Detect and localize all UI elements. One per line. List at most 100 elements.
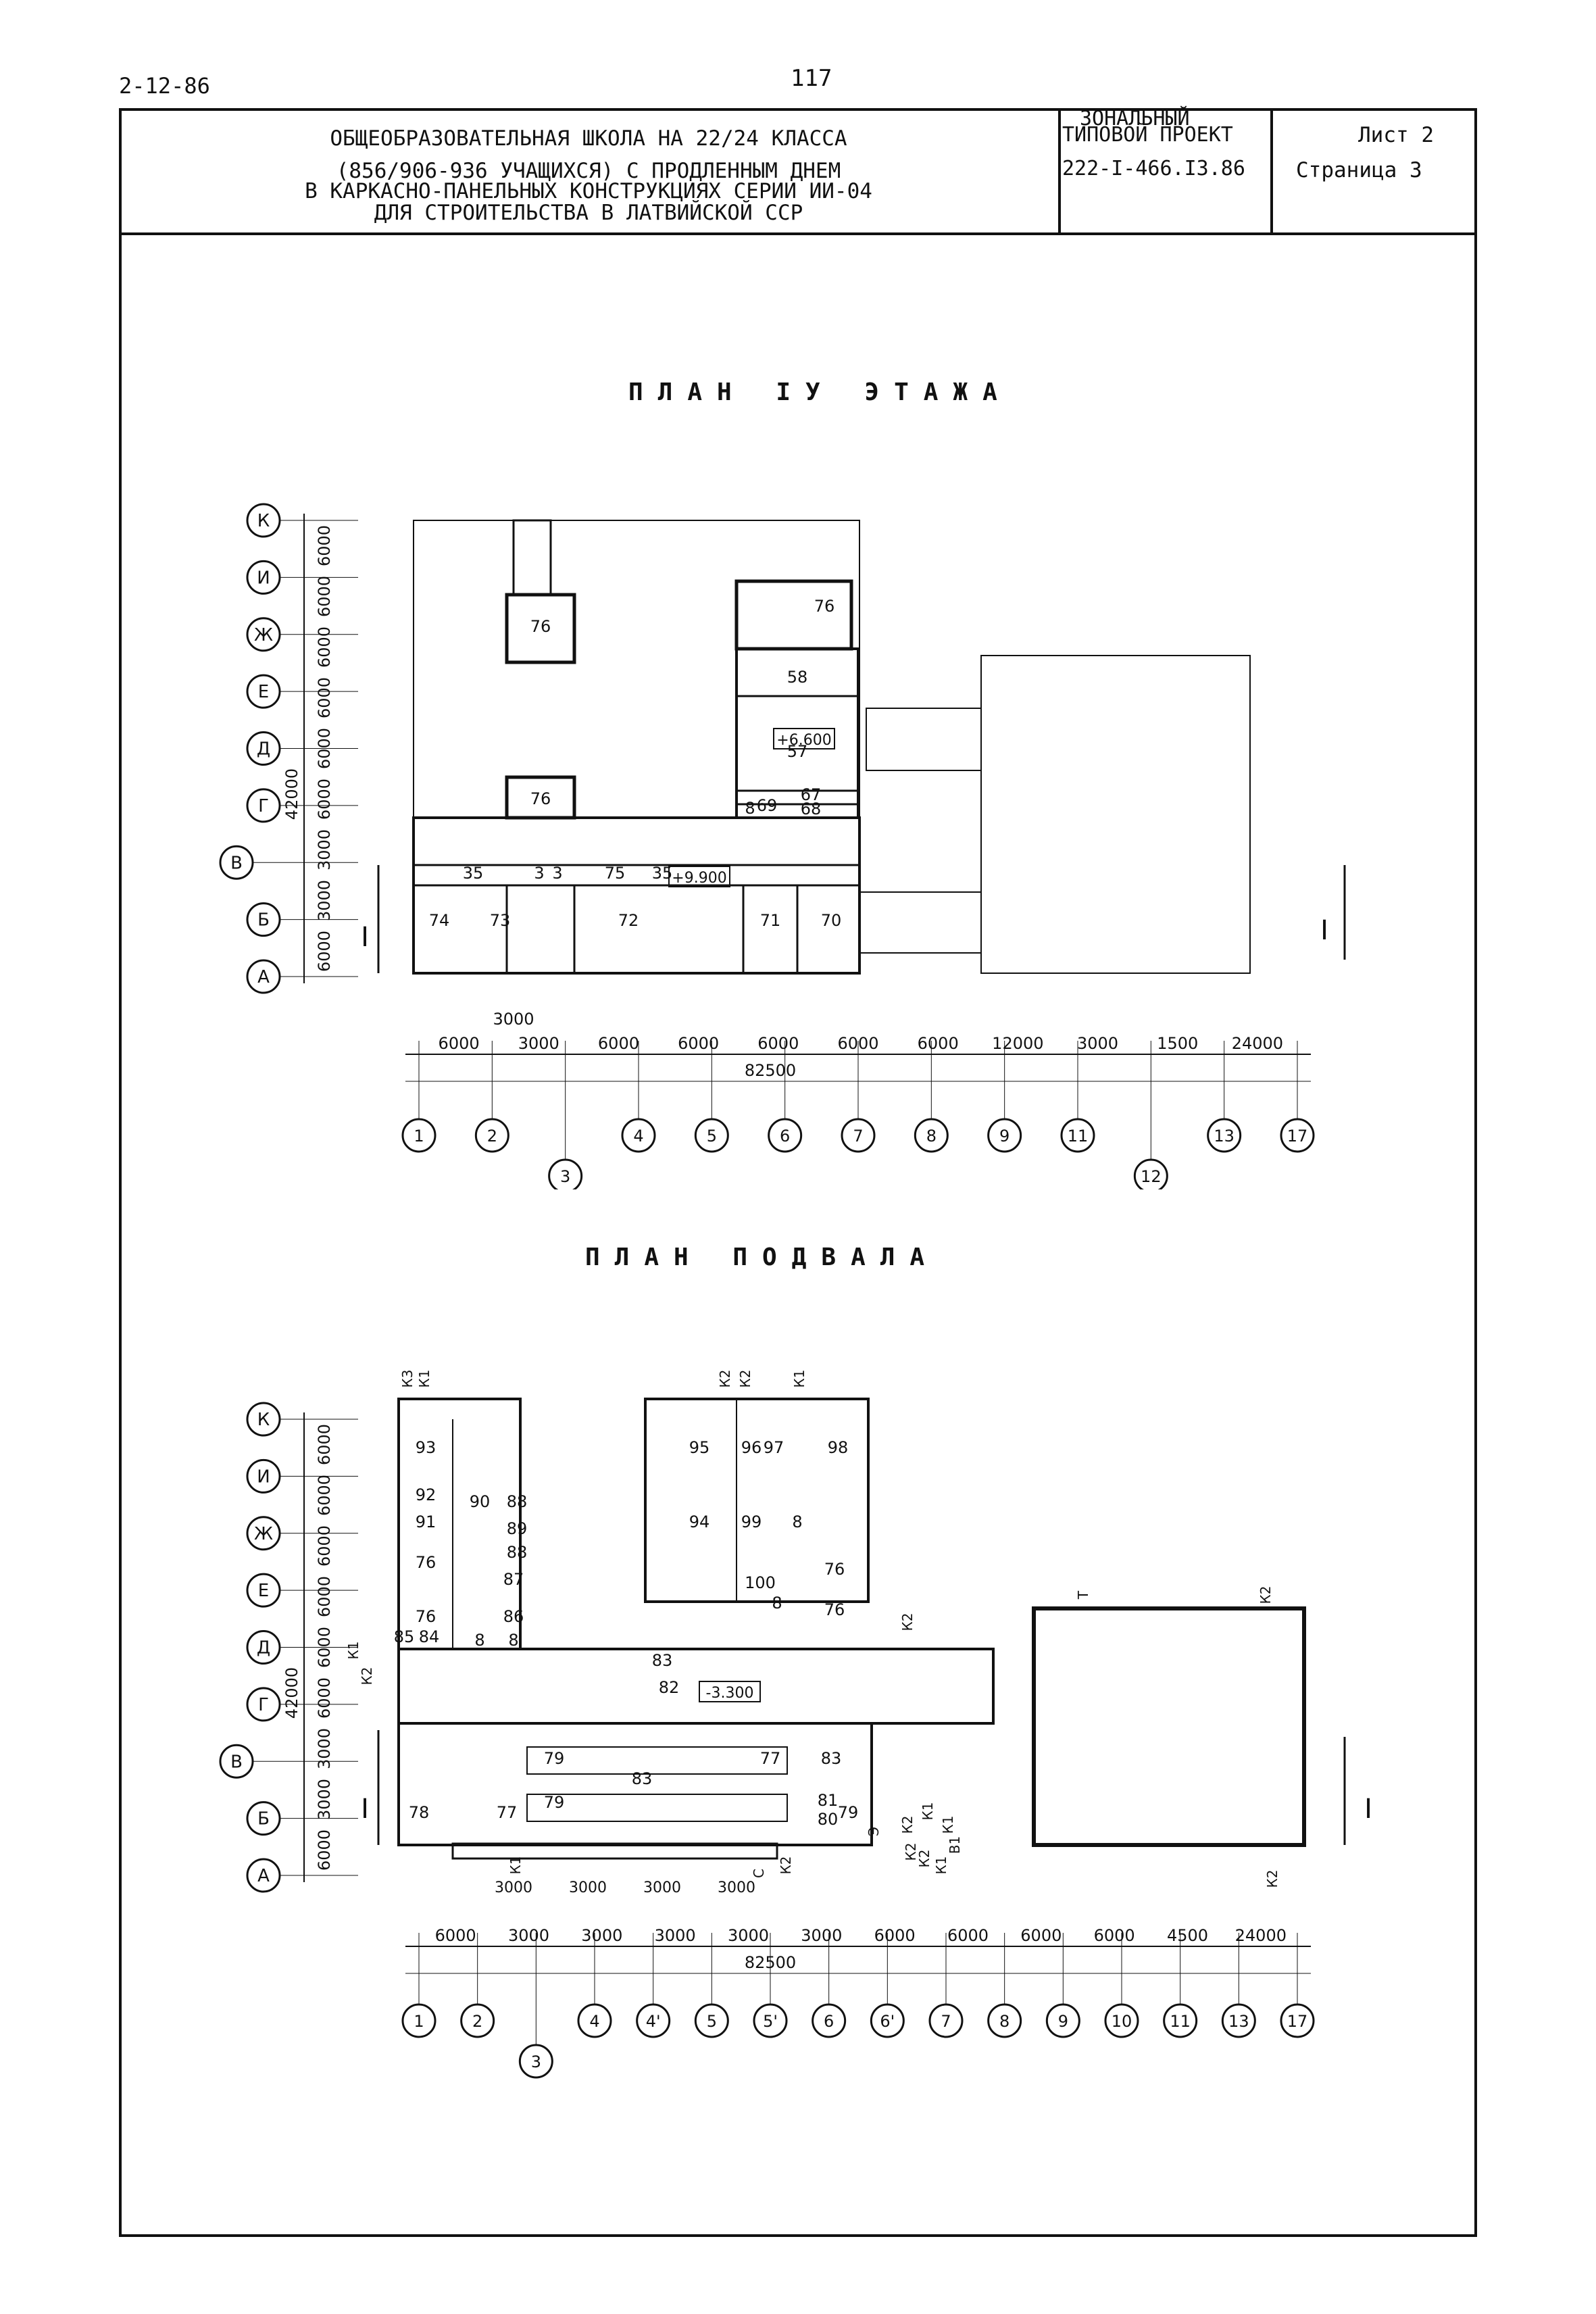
room-number: 8 [508,1631,518,1650]
axis-letter: К [257,1410,270,1430]
horizontal-dimension: 6000 [598,1034,639,1053]
room-number: 77 [760,1749,781,1768]
horizontal-dimension: 12000 [992,1034,1043,1053]
room-number: 88 [507,1543,528,1562]
horizontal-dimension: 3000 [508,1926,549,1945]
room-number: 79 [838,1803,859,1822]
axis-number: 7 [853,1127,863,1146]
axis-letter: В [230,853,243,873]
pipe-label: К2 [737,1370,753,1388]
room-number: 8 [792,1512,802,1531]
section-mark: I [361,922,369,953]
level-mark: +9.900 [672,870,726,887]
room-number: 3 [552,864,562,883]
room-number: 73 [490,911,511,930]
horizontal-dimension: 6000 [435,1926,476,1945]
vertical-dimension: 6000 [315,1475,334,1516]
title-block-divider [1270,108,1273,235]
axis-letter: Д [257,1638,270,1658]
room-number: 58 [787,668,808,687]
room-number: 78 [409,1803,430,1822]
room-number: 76 [824,1600,845,1619]
total-horizontal-dimension: 82500 [745,1953,796,1972]
top-dimension: 3000 [643,1879,681,1896]
vertical-dimension: 6000 [315,1525,334,1567]
horizontal-dimension: 24000 [1235,1926,1287,1945]
vertical-dimension: 6000 [315,779,334,820]
room-number: 80 [818,1810,839,1829]
vertical-dimension: 6000 [315,1627,334,1668]
level-mark: +6.600 [776,732,831,749]
room-number: 71 [760,911,781,930]
dimension-chain: 3000 [493,1010,534,1029]
room-number: 95 [689,1438,710,1457]
corridor [397,1648,995,1725]
room-block [505,775,576,820]
horizontal-dimension: 1500 [1157,1034,1198,1053]
level-box [699,1681,761,1702]
letter-axes: КИЖЕДГВБА6000600060006000600060003000300… [219,1402,358,1893]
room-number: 92 [416,1485,437,1504]
axis-number: 4 [633,1127,643,1146]
axis-letter: А [257,1866,270,1886]
axis-letter: Е [258,682,269,702]
pipe-label: К1 [940,1816,956,1834]
vertical-dimension: 3000 [315,829,334,870]
room-number: 94 [689,1512,710,1531]
vertical-dimension: 6000 [315,677,334,718]
project-type-line: ЗОНАЛЬНЫЙ [1080,107,1190,130]
gym-basement [1032,1606,1306,1847]
axis-letter: А [257,967,270,987]
horizontal-dimension: 6000 [1094,1926,1135,1945]
axis-number: 17 [1287,1127,1308,1146]
room-number: 85 [394,1627,415,1646]
room-number: 68 [801,799,822,818]
pipe-label: К2 [359,1667,375,1685]
axis-number: 9 [1058,2012,1068,2031]
floor-4-plan: КИЖЕДГВБА6000600060006000600060003000300… [219,503,1346,1189]
vertical-dimension: 6000 [315,576,334,617]
axis-number: 8 [926,1127,937,1146]
room-number: 89 [507,1519,528,1538]
room-number: 82 [659,1678,680,1697]
horizontal-dimension: 3000 [728,1926,769,1945]
locker-row [526,1746,788,1775]
axis-letter: Д [257,739,270,760]
gym-block [980,655,1251,974]
pipe-label: К2 [899,1613,916,1631]
pipe-label: К2 [778,1856,794,1875]
horizontal-dimension: 6000 [874,1926,916,1945]
title-line-1: ОБЩЕОБРАЗОВАТЕЛЬНАЯ ШКОЛА НА 22/24 КЛАСС… [330,126,847,151]
horizontal-dimension: 6000 [918,1034,959,1053]
axis-number: 3 [560,1167,570,1186]
title-block: ОБЩЕОБРАЗОВАТЕЛЬНАЯ ШКОЛА НА 22/24 КЛАСС… [119,108,1477,235]
room-number: 76 [814,597,835,616]
room-number: 69 [757,796,778,815]
room-number: 57 [787,742,808,761]
pipe-label: К1 [416,1370,432,1388]
axis-number: 12 [1141,1167,1162,1186]
vertical-dimension: 6000 [315,525,334,566]
axis-number: 10 [1112,2012,1132,2031]
axis-number: 9 [999,1127,1009,1146]
room-number: 81 [818,1791,839,1810]
sheet-label: Лист 2 [1358,123,1434,147]
pipe-label: К2 [717,1370,733,1388]
letter-axes: КИЖЕДГВБА6000600060006000600060003000300… [219,503,358,994]
axis-number: 1 [414,1127,424,1146]
room-block [735,647,859,819]
total-vertical-dimension: 42000 [282,768,301,820]
room-number: 35 [463,864,484,883]
section-mark: I [1320,915,1328,946]
pipe-label: К2 [1264,1870,1280,1888]
room-number: 76 [824,1560,845,1579]
pipe-label: К1 [920,1802,936,1821]
axis-letter: Б [257,1809,270,1829]
axis-number: 1 [414,2012,424,2031]
